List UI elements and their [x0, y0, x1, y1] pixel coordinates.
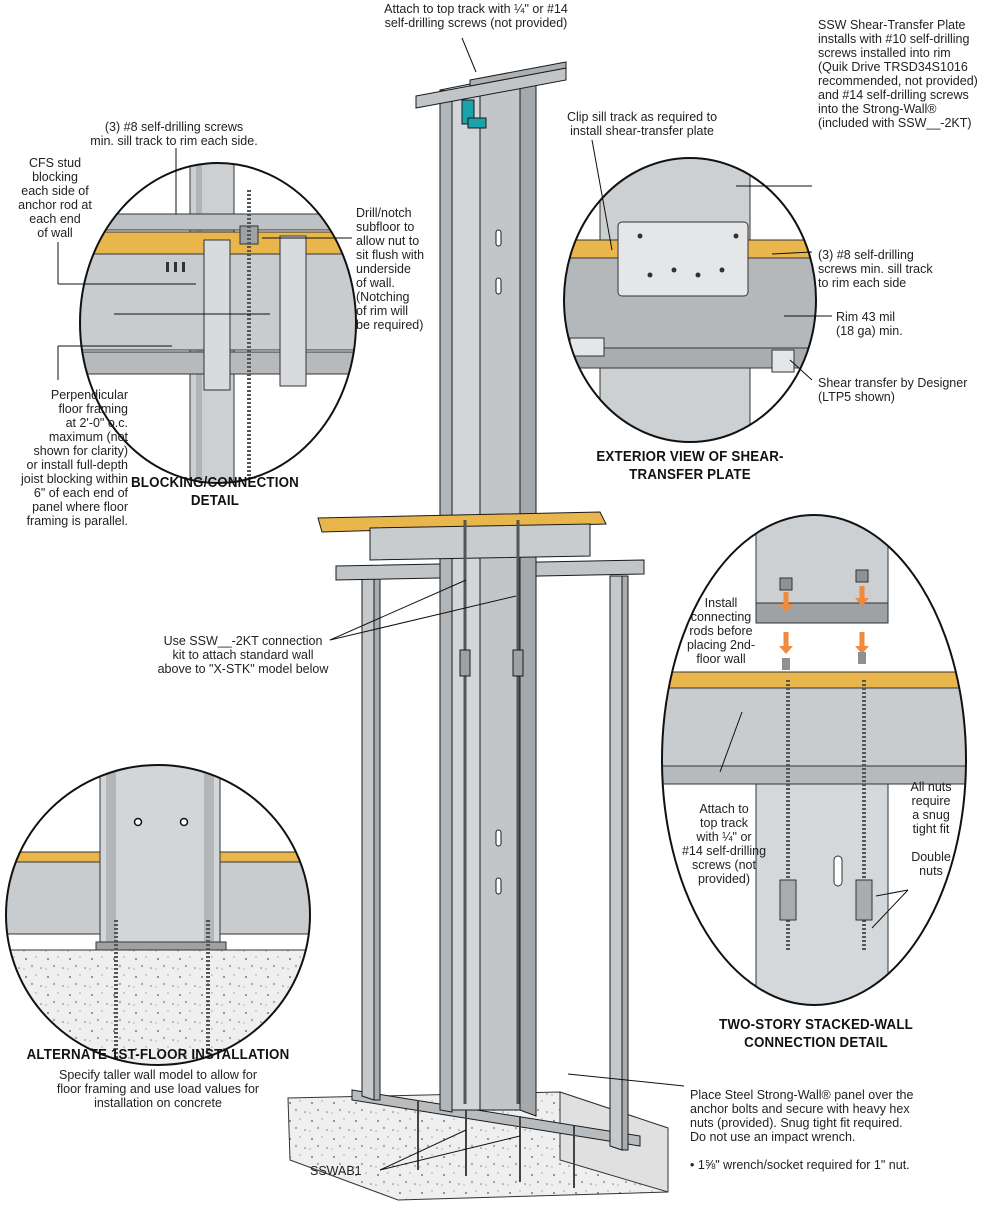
- exterior-view-circle: [563, 157, 817, 443]
- alternate-circle: [5, 764, 311, 1066]
- callout-shear-transfer: Shear transfer by Designer (LTP5 shown): [818, 376, 968, 404]
- callout-top-track-2: Attach to top track with ¼" or #14 self-…: [681, 802, 767, 886]
- callout-anchor-label: SSWAB1: [310, 1164, 362, 1178]
- blocking-detail-circle: [79, 162, 357, 484]
- heading-exterior-view: EXTERIOR VIEW OF SHEAR- TRANSFER PLATE: [596, 449, 784, 483]
- callout-top-track: Attach to top track with ¼" or #14 self-…: [384, 2, 568, 30]
- two-story-circle: [661, 514, 967, 1006]
- main-wall: [287, 61, 669, 1201]
- callout-clip-sill-track: Clip sill track as required to install s…: [566, 110, 718, 138]
- callout-connecting-rods: Install connecting rods before placing 2…: [686, 596, 756, 666]
- callout-ssw-plate: SSW Shear-Transfer Plate installs with #…: [818, 18, 978, 130]
- wrench-note-line: • 1⅝" wrench/socket required for 1" nut.: [690, 1158, 910, 1172]
- leader-lines: [57, 37, 909, 1171]
- heading-blocking-detail: BLOCKING/CONNECTION DETAIL: [130, 475, 300, 509]
- callout-wrench-note: 1⅝" wrench/socket required for 1" nut.: [697, 1158, 910, 1172]
- bullet: •: [690, 1158, 695, 1172]
- heading-alternate-installation: ALTERNATE 1ST-FLOOR INSTALLATION: [26, 1047, 290, 1063]
- callout-cfs-blocking: CFS stud blocking each side of anchor ro…: [18, 156, 92, 240]
- callout-place-panel: Place Steel Strong-Wall® panel over the …: [690, 1088, 914, 1144]
- callout-connection-kit: Use SSW__-2KT connection kit to attach s…: [157, 634, 329, 676]
- callout-rim: Rim 43 mil (18 ga) min.: [836, 310, 903, 338]
- callout-perpendicular-framing: Perpendicular floor framing at 2'-0" o.c…: [21, 388, 128, 528]
- callout-drill-notch: Drill/notch subfloor to allow nut to sit…: [356, 206, 425, 332]
- callout-double-nuts: Double nuts: [911, 850, 951, 878]
- callout-sill-screws: (3) #8 self-drilling screws min. sill tr…: [90, 120, 258, 148]
- callout-all-nuts: All nuts require a snug tight fit: [910, 780, 952, 836]
- heading-two-story: TWO-STORY STACKED-WALL CONNECTION DETAIL: [718, 1017, 914, 1051]
- callout-sill-screws-2: (3) #8 self-drilling screws min. sill tr…: [818, 248, 933, 290]
- callout-alternate-description: Specify taller wall model to allow for f…: [56, 1068, 260, 1110]
